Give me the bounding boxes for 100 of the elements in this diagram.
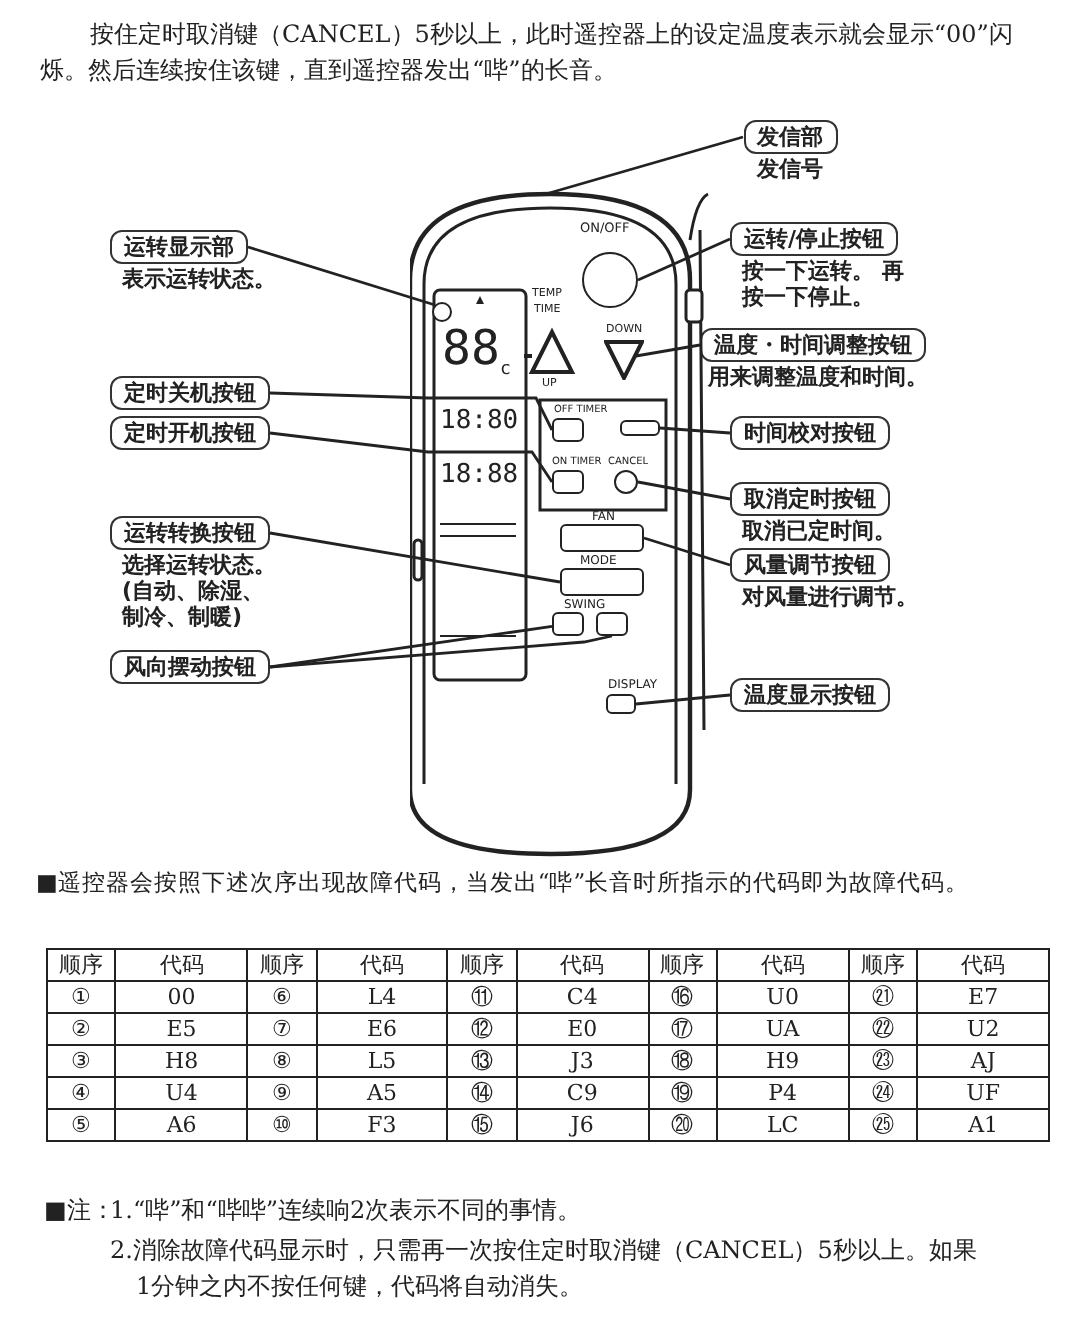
table-cell: H9 (716, 1045, 849, 1077)
button (606, 694, 636, 714)
table-cell: L5 (316, 1045, 448, 1077)
callout-label: 发信部 (743, 120, 837, 154)
table-cell: A5 (316, 1077, 448, 1109)
leader-line (637, 480, 731, 501)
table-cell: ㉔ (848, 1077, 918, 1109)
button (552, 418, 584, 442)
table-cell: ㉑ (848, 981, 918, 1013)
table-cell: 代码 (516, 949, 648, 981)
down-button (604, 340, 644, 380)
leader-line (269, 634, 613, 669)
leader-line (269, 531, 561, 584)
table-cell: ⑳ (648, 1109, 717, 1141)
table-cell: ⑫ (447, 1013, 517, 1045)
table-cell: E5 (115, 1013, 248, 1045)
leader-line (637, 237, 731, 282)
leader-line (659, 426, 731, 435)
table-cell: ⑱ (648, 1045, 717, 1077)
table-cell: LC (716, 1109, 849, 1141)
note-heading: ■注： (44, 1194, 115, 1228)
table-cell: U0 (716, 981, 849, 1013)
table-cell: U4 (115, 1077, 248, 1109)
button (552, 612, 584, 636)
table-cell: P4 (716, 1077, 849, 1109)
callout-description: 对风量进行调节。 (739, 584, 920, 610)
leader-line (635, 343, 701, 358)
table-cell: ⑰ (648, 1013, 717, 1045)
table-cell: A1 (917, 1109, 1049, 1141)
callout-label: 定时开机按钮 (110, 416, 270, 450)
table-cell: ⑤ (47, 1109, 116, 1141)
leader-line (643, 536, 731, 567)
callout-label: 温度显示按钮 (730, 678, 890, 712)
remote-label: c (500, 360, 511, 380)
note: 1.“哔”和“哔哔”连续响2次表示不同的事情。 (110, 1194, 584, 1228)
table-cell: 顺序 (648, 949, 717, 981)
callout-label: 时间校对按钮 (730, 416, 890, 450)
table-cell: ㉕ (848, 1109, 918, 1141)
table-cell: U2 (917, 1013, 1049, 1045)
table-cell: ⑬ (447, 1045, 517, 1077)
button (560, 568, 644, 596)
table-cell: ⑮ (447, 1109, 517, 1141)
table-cell: F3 (316, 1109, 448, 1141)
button (560, 524, 644, 552)
table-cell: ⑪ (447, 981, 517, 1013)
remote-label: 18:88 (440, 462, 519, 490)
table-cell: ⑨ (247, 1077, 317, 1109)
callout-label: 运转显示部 (110, 230, 248, 264)
table-cell: UA (716, 1013, 849, 1045)
table-cell: ⑧ (247, 1045, 317, 1077)
table-cell: ⑯ (648, 981, 717, 1013)
table-cell: ⑩ (247, 1109, 317, 1141)
callout-description: 取消已定时间。 (739, 518, 898, 544)
table-cell: ⑥ (247, 981, 317, 1013)
table-cell: ㉓ (848, 1045, 918, 1077)
callout-description: 用来调整温度和时间。 (705, 364, 930, 390)
table-cell: J3 (516, 1045, 648, 1077)
callout-label: 运转转换按钮 (110, 516, 270, 550)
table-cell: 顺序 (447, 949, 517, 981)
leader-line (269, 391, 554, 431)
table-cell: ② (47, 1013, 116, 1045)
table-cell: 代码 (917, 949, 1049, 981)
table-cell: J6 (516, 1109, 648, 1141)
table-cell: E0 (516, 1013, 648, 1045)
table-cell: 顺序 (47, 949, 116, 981)
table-cell: ① (47, 981, 116, 1013)
table-cell: E6 (316, 1013, 448, 1045)
callout-label: 定时关机按钮 (110, 376, 270, 410)
callout-label: 温度・时间调整按钮 (700, 328, 926, 362)
callout-label: 风向摆动按钮 (110, 650, 270, 684)
table-cell: ⑭ (447, 1077, 517, 1109)
table-cell: ③ (47, 1045, 116, 1077)
table-cell: C4 (516, 981, 648, 1013)
table-cell: E7 (917, 981, 1049, 1013)
table-cell: 代码 (716, 949, 849, 981)
leader-line (269, 431, 554, 483)
callout-description: 发信号 (754, 156, 825, 182)
paragraph: ■遥控器会按照下述次序出现故障代码，当发出“哔”长音时所指示的代码即为故障代码。 (36, 866, 972, 900)
table-cell: 代码 (115, 949, 248, 981)
callout-description: 表示运转状态。 (120, 266, 278, 292)
note: 2.消除故障代码显示时，只需再一次按住定时取消键（CANCEL）5秒以上。如果1分钟之内不按任何键，代码将自动消失。 (110, 1234, 979, 1304)
button (552, 470, 584, 494)
callout-label: 运转/停止按钮 (730, 222, 899, 256)
table-cell: 顺序 (848, 949, 918, 981)
table-cell: L4 (316, 981, 448, 1013)
callout-label: 取消定时按钮 (730, 482, 890, 516)
button (620, 420, 660, 436)
paragraph: 按住定时取消键（CANCEL）5秒以上，此时遥控器上的设定温度表示就会显示“00”闪烁。然后连续按住该键，直到遥控器发出“哔”的长音。 (40, 18, 1015, 88)
table-cell: ④ (47, 1077, 116, 1109)
table-cell: ㉒ (848, 1013, 918, 1045)
table-cell: UF (917, 1077, 1049, 1109)
remote-label: 88 (442, 324, 500, 374)
callout-description: 选择运转状态。(自动、除湿、制冷、制暖) (119, 552, 278, 630)
table-cell: ⑲ (648, 1077, 717, 1109)
table-cell: AJ (917, 1045, 1049, 1077)
table-cell: A6 (115, 1109, 248, 1141)
leader-line (545, 135, 744, 196)
remote-label: 18:80 (440, 408, 519, 436)
callout-label: 风量调节按钮 (730, 548, 890, 582)
table-cell: ⑦ (247, 1013, 317, 1045)
